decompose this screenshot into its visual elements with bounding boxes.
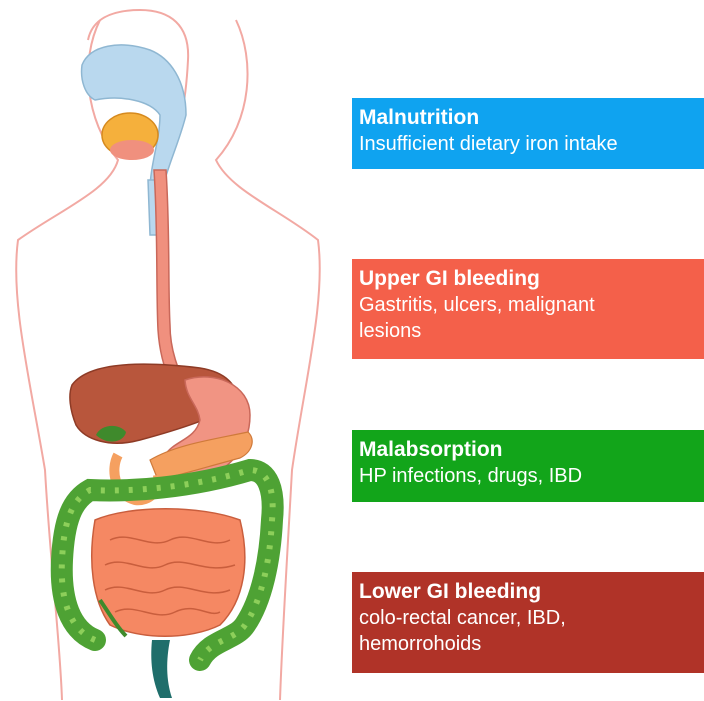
cause-title: Upper GI bleeding [359, 265, 704, 292]
cause-title: Malabsorption [359, 436, 704, 463]
digestive-system-illustration [0, 0, 340, 701]
cause-description: HP infections, drugs, IBD [359, 463, 704, 489]
cause-description: Gastritis, ulcers, malignant lesions [359, 292, 704, 344]
cause-box-malabsorption: Malabsorption HP infections, drugs, IBD [352, 430, 704, 502]
small-intestine [92, 509, 245, 637]
rectum [151, 640, 172, 698]
cause-box-malnutrition: Malnutrition Insufficient dietary iron i… [352, 98, 704, 169]
cause-title: Lower GI bleeding [359, 578, 704, 605]
cause-box-lower-gi-bleeding: Lower GI bleeding colo-rectal cancer, IB… [352, 572, 704, 673]
cause-description: colo-rectal cancer, IBD, hemorrohoids [359, 605, 704, 657]
cause-description: Insufficient dietary iron intake [359, 131, 704, 157]
cause-title: Malnutrition [359, 104, 704, 131]
tongue [110, 140, 154, 160]
cause-box-upper-gi-bleeding: Upper GI bleeding Gastritis, ulcers, mal… [352, 259, 704, 359]
esophagus [154, 170, 188, 395]
